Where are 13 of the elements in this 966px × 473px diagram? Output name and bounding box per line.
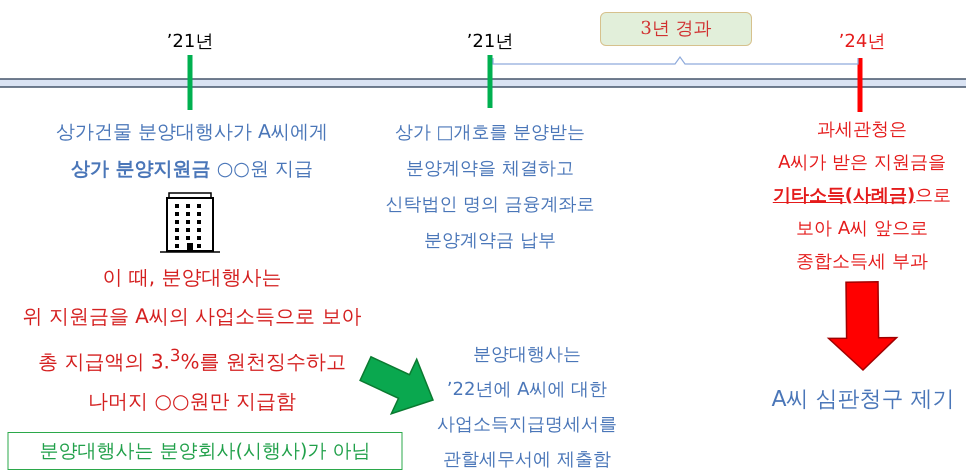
event-text: 과세관청은 A씨가 받은 지원금을 기타소득(사례금)으로 보아 A씨 앞으로 종합소득세 부과	[772, 113, 952, 278]
block-arrow	[826, 281, 898, 372]
year-label: ’24년	[838, 30, 886, 53]
year-label: ’21년	[466, 30, 514, 53]
event-text: 분양대행사는 ’22년에 A씨에 대한 사업소득지급명세서를 관할세무서에 제출함	[437, 337, 617, 473]
event-text: A씨 심판청구 제기	[771, 384, 955, 416]
duration-box: 3년 경과	[600, 12, 752, 46]
event-text: 이 때, 분양대행사는 위 지원금을 A씨의 사업소득으로 보아 총 지급액의 3.$^{3}$%를 원천징수하고 나머지 ○○원만 지급함	[22, 258, 362, 421]
year-label: ’21년	[166, 30, 214, 53]
note-box: 분양대행사는 분양회사(시행사)가 아님	[8, 432, 402, 470]
event-text: 상가 □개호를 분양받는 분양계약을 체결하고 신탁법인 명의 금융계좌로 분양계약금 납부	[385, 115, 595, 259]
block-arrow	[359, 356, 434, 415]
event-text: 상가건물 분양대행사가 A씨에게 상가 분양지원금 ○○원 지급	[56, 114, 328, 188]
